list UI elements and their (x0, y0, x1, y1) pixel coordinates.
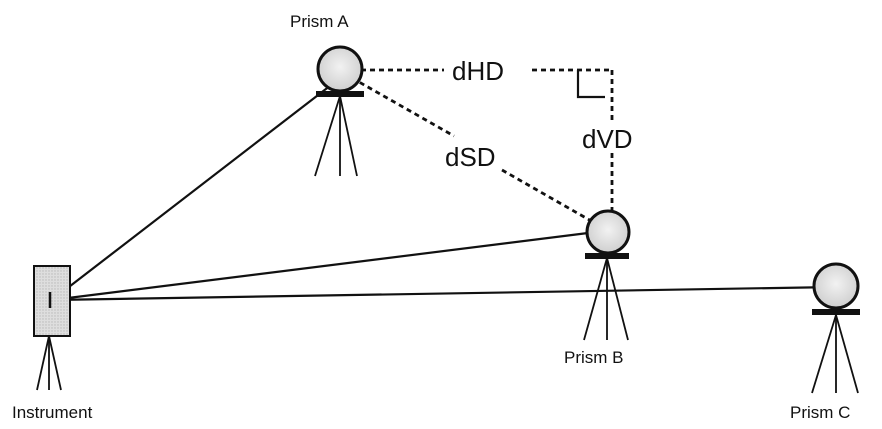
prism-c-tripod (811, 314, 859, 394)
prism-b (583, 209, 631, 341)
prism-c-target (812, 262, 860, 310)
prism-a (314, 45, 364, 177)
sight-line-to-prism-c (51, 285, 837, 302)
sight-line-to-prism-b (51, 229, 605, 302)
relation-lines (351, 68, 614, 228)
prism-a-label: Prism A (290, 12, 349, 31)
prism-c (811, 262, 860, 394)
instrument-tripod (36, 335, 62, 391)
dvd-label: dVD (582, 124, 633, 154)
prism-b-target (585, 209, 631, 255)
prism-c-base (812, 309, 860, 315)
dhd-label: dHD (452, 56, 504, 86)
instrument-station (33, 265, 71, 391)
prism-a-base (316, 91, 364, 97)
prism-a-tripod (314, 95, 358, 177)
sight-lines (51, 71, 837, 302)
prism-c-label: Prism C (790, 403, 850, 422)
prism-a-target (316, 45, 364, 93)
dsd-line-upper (351, 76, 455, 138)
dsd-line-lower (501, 168, 601, 228)
instrument-body (33, 265, 71, 337)
right-angle-marker (576, 70, 605, 99)
prism-b-tripod (583, 257, 629, 341)
sight-line-to-prism-a (51, 71, 349, 301)
prism-b-label: Prism B (564, 348, 624, 367)
dsd-label: dSD (445, 142, 496, 172)
instrument-label: Instrument (12, 403, 93, 422)
prism-b-base (585, 253, 629, 259)
